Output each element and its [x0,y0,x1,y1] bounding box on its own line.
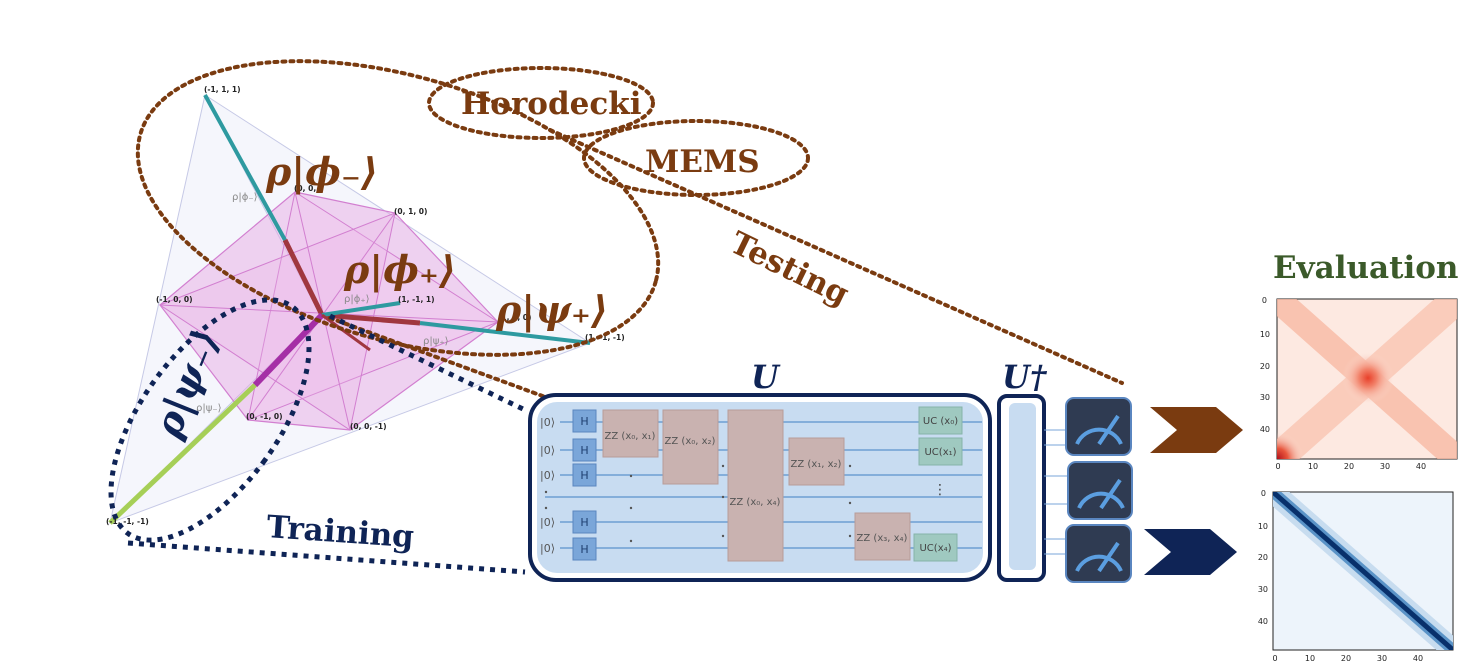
h-gate-0: H [580,415,588,428]
vertex-label-top: (-1, 1, 1) [204,85,241,94]
label-mems: MEMS [645,144,760,180]
label-horodecki: Horodecki [461,86,642,122]
label-testing: Testing [724,225,854,313]
heatmap-top-ytick: 40 [1260,425,1270,434]
heatmap-bottom-xtick: 0 [1272,654,1277,663]
chevron-right-icon [1144,529,1237,575]
ket-0: |0⟩ [540,416,555,429]
ket-3: |0⟩ [540,516,555,529]
heatmap-top-xtick: 10 [1308,462,1318,471]
heatmap-bottom-ytick: 20 [1258,553,1268,562]
heatmap-bottom-ytick: 30 [1258,585,1268,594]
uc-gate-4: UC(x₄) [919,543,951,554]
label-rho-psi-plus: ρ|ψ₊⟩ [495,287,608,332]
zz-gate-34: ZZ (x₃, x₄) [857,533,908,544]
vertex-label-00m1: (0, 0, -1) [350,422,387,431]
heatmap-bottom-ytick: 10 [1258,522,1268,531]
heatmap-top-xtick: 0 [1275,462,1280,471]
label-u-dagger: U† [1002,358,1048,396]
h-gate-3: H [580,516,588,529]
inner-label-phi-minus: ρ|ϕ₋⟩ [232,192,258,203]
zz-gate-04: ZZ (x₀, x₄) [730,497,781,508]
measurement-meter-icon [1065,524,1132,583]
heatmap-bottom-ytick: 0 [1261,489,1266,498]
vertex-label-bottom: (-1, -1, -1) [106,517,149,526]
label-rho-phi-plus: ρ|ϕ₊⟩ [343,247,456,292]
heatmap-top-ytick: 10 [1260,330,1270,339]
vertex-label-right: (1, -1, -1) [585,333,625,342]
inner-label-psi-plus: ρ|ψ₊⟩ [423,336,449,347]
heatmap-top-xtick: 30 [1380,462,1390,471]
training-region [108,297,527,575]
uc-gate-0: UC (x₀) [923,416,958,427]
heatmap-top-ytick: 30 [1260,393,1270,402]
heatmap-bottom-xtick: 10 [1305,654,1315,663]
circuit-u: |0⟩ |0⟩ |0⟩ |0⟩ |0⟩ H H H H H [528,393,992,582]
inner-label-psi-minus: ρ|ψ₋⟩ [196,403,222,414]
state-axes [108,94,591,525]
circuit-u-dagger [997,394,1068,582]
heatmap-top-xtick: 20 [1344,462,1354,471]
heatmap-bottom-xtick: 20 [1341,654,1351,663]
ket-1: |0⟩ [540,444,555,457]
zz-gate-12: ZZ (x₁, x₂) [791,459,842,470]
vertex-label-m100: (-1, 0, 0) [156,295,193,304]
vertex-label-100: (1, 0, 0) [498,313,531,322]
heatmap-bottom: 0 10 20 30 40 0 10 20 30 40 [1258,489,1454,663]
chevron-right-icon [1150,407,1243,453]
heatmap-top-ytick: 0 [1262,296,1267,305]
heatmap-top: 0 10 20 30 40 0 10 20 30 40 [1260,296,1458,471]
vertex-label-1m11: (1, -1, 1) [398,295,435,304]
ket-2: |0⟩ [540,469,555,482]
heatmap-top-ytick: 20 [1260,362,1270,371]
inner-label-phi-plus: ρ|ϕ₊⟩ [344,294,370,305]
heatmap-bottom-xtick: 30 [1377,654,1387,663]
heatmap-bottom-ytick: 40 [1258,617,1268,626]
vertex-label-0m10: (0, -1, 0) [246,412,283,421]
label-rho-phi-minus: ρ|ϕ₋⟩ [265,149,378,194]
testing-region [135,59,1124,400]
label-u: U [751,358,781,396]
octahedron [158,191,500,431]
vertex-label-010: (0, 1, 0) [394,207,427,216]
heatmap-bottom-xtick: 40 [1413,654,1423,663]
label-training: Training [265,509,415,555]
zz-gate-02: ZZ (x₀, x₂) [665,436,716,447]
vdots: ⋮ [933,482,947,498]
h-gate-1: H [580,444,588,457]
measurement-meter-icon [1067,461,1133,520]
h-gate-2: H [580,469,588,482]
heatmap-top-xtick: 40 [1416,462,1426,471]
measurement-meter-icon [1065,397,1132,456]
h-gate-4: H [580,543,588,556]
ket-4: |0⟩ [540,542,555,555]
vertex-label-00: (0, 0, [294,184,316,193]
zz-gate-01: ZZ (x₀, x₁) [605,431,656,442]
label-evaluation: Evaluation [1273,250,1458,286]
uc-gate-1: UC(x₁) [924,447,956,458]
